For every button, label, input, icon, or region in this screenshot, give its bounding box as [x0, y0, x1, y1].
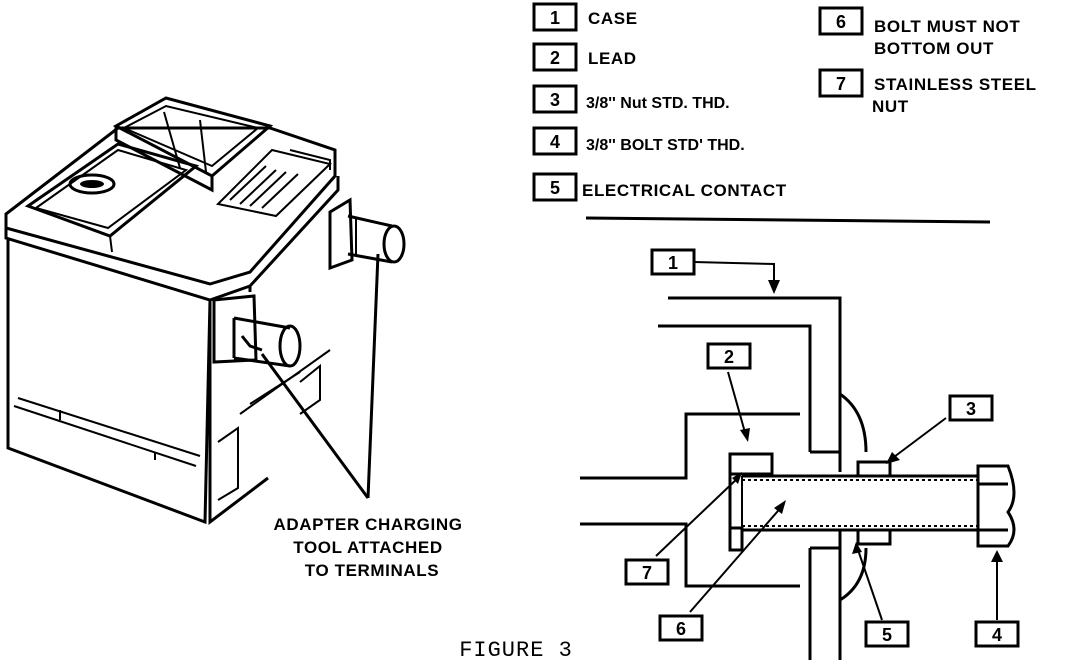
diagram-label-5: 5	[882, 625, 892, 645]
figure-caption: FIGURE 3	[459, 638, 573, 660]
legend-box-6	[818, 6, 864, 36]
diagram-box-7	[624, 558, 670, 586]
diagram-label-4: 4	[992, 625, 1002, 645]
legend-text-1: CASE	[588, 9, 638, 28]
legend-box-5	[532, 172, 578, 202]
callout-line-1: ADAPTER CHARGING	[273, 515, 462, 534]
diagram-label-7: 7	[642, 563, 652, 583]
legend-number-2: 2	[550, 48, 560, 68]
legend-text-7a: STAINLESS STEEL	[874, 75, 1037, 94]
legend-number-7: 7	[836, 74, 846, 94]
diagram-label-6: 6	[676, 619, 686, 639]
legend-number-3: 3	[550, 90, 560, 110]
legend-text-6b: BOTTOM OUT	[874, 39, 994, 58]
legend-box-2	[532, 42, 578, 72]
battery-illustration	[4, 96, 406, 526]
legend-box-7	[818, 68, 864, 98]
diagram-label-2: 2	[724, 347, 734, 367]
terminal-cross-section	[580, 296, 1016, 660]
legend-text-7b: NUT	[872, 97, 909, 116]
callout-line-3: TO TERMINALS	[305, 561, 439, 580]
legend-divider	[585, 216, 991, 224]
legend-number-6: 6	[836, 12, 846, 32]
legend-box-4	[532, 126, 578, 156]
diagram-box-3	[948, 394, 994, 422]
legend-number-4: 4	[550, 132, 560, 152]
legend-number-1: 1	[550, 8, 560, 28]
legend-text-6a: BOLT MUST NOT	[874, 17, 1020, 36]
diagram-label-1: 1	[668, 253, 678, 273]
legend-text-5: ELECTRICAL CONTACT	[582, 181, 787, 200]
diagram-callouts: 1 2 3 4 5 6 7	[624, 248, 1020, 648]
legend-text-3: 3/8'' Nut STD. THD.	[586, 95, 730, 112]
legend-text-2: LEAD	[588, 49, 637, 68]
diagram-box-1	[650, 248, 696, 276]
legend: 1 CASE 2 LEAD 3 3/8'' Nut STD. THD. 4 3/…	[532, 2, 1037, 224]
diagram-box-5	[864, 620, 910, 648]
legend-box-1	[532, 2, 578, 32]
legend-text-4: 3/8'' BOLT STD' THD.	[586, 137, 745, 154]
callout-line-2: TOOL ATTACHED	[293, 538, 442, 557]
legend-number-5: 5	[550, 178, 560, 198]
diagram-box-4	[974, 620, 1020, 648]
diagram-box-6	[658, 614, 704, 642]
diagram-label-3: 3	[966, 399, 976, 419]
callout-leaders	[260, 253, 380, 499]
legend-box-3	[532, 84, 578, 114]
diagram-box-2	[706, 342, 752, 370]
